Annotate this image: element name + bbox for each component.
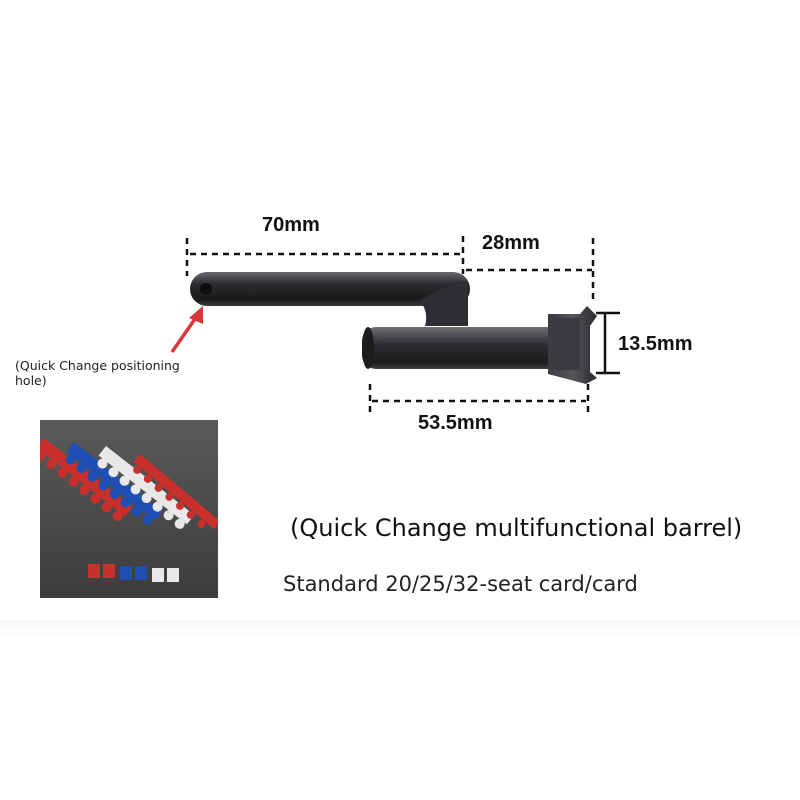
bottom-fade: [0, 620, 800, 640]
dimension-28mm: 28mm: [482, 232, 540, 254]
positioning-hole-icon: [200, 283, 212, 295]
positioning-hole-note: (Quick Change positioning hole): [15, 358, 180, 388]
upper-rod: [190, 272, 470, 306]
dimension-13-5mm: 13.5mm: [618, 333, 693, 355]
red-clip-strip-2: [133, 454, 218, 530]
product-subtitle: Standard 20/25/32-seat card/card: [283, 572, 638, 596]
lower-rod: [362, 327, 562, 369]
dimension-lines: [185, 236, 620, 416]
small-clips: [88, 564, 179, 582]
dimension-53-5mm: 53.5mm: [418, 412, 493, 434]
dimension-70mm: 70mm: [262, 214, 320, 236]
connector-web: [420, 281, 468, 326]
white-clip-strip: [97, 446, 195, 529]
product-title: (Quick Change multifunctional barrel): [290, 514, 743, 542]
red-clip-strip: [40, 438, 133, 521]
blue-clip-strip: [65, 442, 163, 525]
clip-strips-photo: [40, 420, 218, 598]
barrel-head: [548, 306, 597, 384]
arrow-icon: [170, 306, 203, 353]
